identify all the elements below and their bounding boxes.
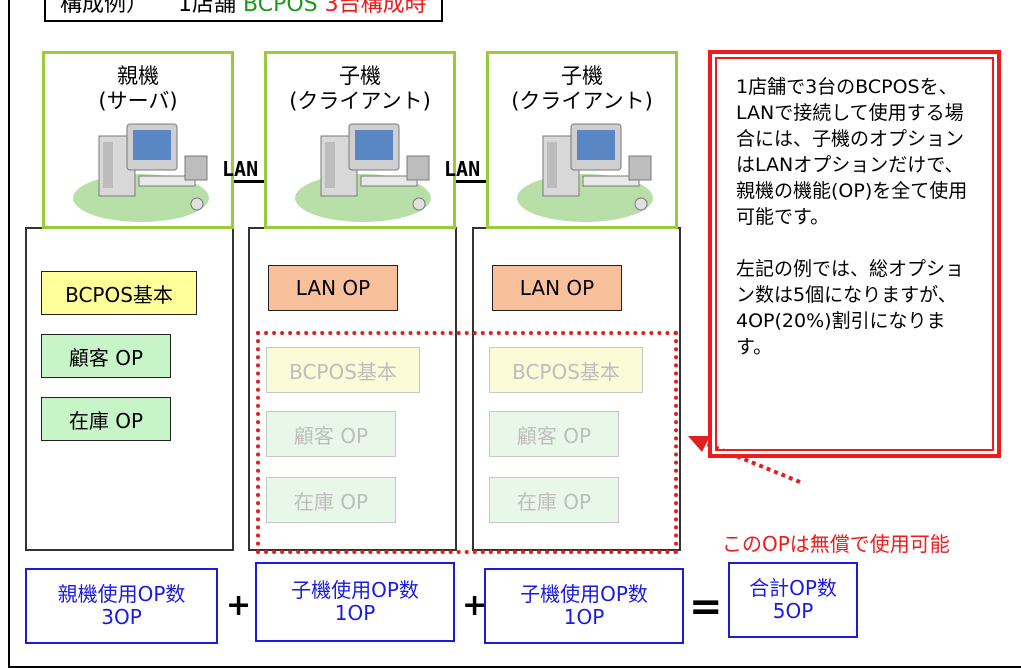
- count-value: 5OP: [772, 599, 814, 623]
- plus-sign: +: [462, 588, 488, 623]
- lan-line-2: [398, 180, 518, 183]
- free-caption: このOPは無償で使用可能: [722, 532, 950, 556]
- machine-role: 親機: [117, 64, 159, 88]
- machine-client-2: 子機 (クライアント): [486, 51, 678, 229]
- equals-sign: =: [689, 584, 723, 630]
- count-box-client-1: 子機使用OP数 1OP: [255, 562, 455, 642]
- count-value: 1OP: [334, 601, 376, 625]
- lan-label-2: LAN: [444, 157, 481, 181]
- count-value: 1OP: [563, 605, 605, 629]
- free-option-inventory: 在庫 OP: [266, 477, 396, 523]
- free-options-region: [256, 331, 678, 554]
- pos-terminal-icon: [295, 123, 431, 222]
- machine-sub: (サーバ): [98, 89, 178, 113]
- option-customer: 顧客 OP: [41, 334, 171, 378]
- free-option-customer: 顧客 OP: [266, 411, 396, 457]
- count-label: 親機使用OP数: [57, 582, 186, 606]
- note-paragraph-2: 左記の例では、総オプション数は5個になりますが、4OP(20%)割引になります。: [736, 258, 965, 358]
- lan-line-1: [185, 180, 295, 183]
- pos-terminal-icon: [73, 123, 209, 222]
- title-store: 1店舗: [178, 0, 237, 17]
- free-option-inventory: 在庫 OP: [489, 477, 619, 523]
- title-config: 3台構成時: [324, 0, 427, 17]
- machine-server: 親機 (サーバ): [42, 51, 234, 229]
- count-box-server: 親機使用OP数 3OP: [25, 568, 218, 644]
- count-label: 子機使用OP数: [291, 578, 419, 602]
- dotted-arrow-icon: [688, 436, 801, 484]
- machine-client-1: 子機 (クライアント): [264, 51, 456, 229]
- note-paragraph-1: 1店舗で3台のBCPOSを、LANで接続して使用する場合には、子機のオプションは…: [736, 76, 968, 228]
- free-option-bcpos-basic: BCPOS基本: [489, 347, 643, 393]
- option-lan: LAN OP: [268, 265, 398, 311]
- count-label: 合計OP数: [749, 576, 837, 600]
- option-bcpos-basic: BCPOS基本: [41, 271, 197, 315]
- free-option-bcpos-basic: BCPOS基本: [266, 347, 420, 393]
- count-label: 子機使用OP数: [520, 582, 648, 606]
- count-value: 3OP: [101, 605, 142, 629]
- free-option-customer: 顧客 OP: [489, 411, 619, 457]
- machine-sub: (クライアント): [289, 89, 431, 113]
- lan-label-1: LAN: [222, 157, 259, 181]
- title-prefix: 構成例）: [60, 0, 149, 17]
- count-box-client-2: 子機使用OP数 1OP: [484, 568, 684, 644]
- note-box: 1店舗で3台のBCPOSを、LANで接続して使用する場合には、子機のオプションは…: [708, 50, 1001, 458]
- machine-sub: (クライアント): [511, 89, 653, 113]
- pos-terminal-icon: [517, 123, 653, 222]
- option-inventory: 在庫 OP: [41, 397, 171, 441]
- title-product: BCPOS: [243, 0, 318, 17]
- diagram-title: 構成例） 1店舗 BCPOS 3台構成時: [44, 0, 443, 22]
- count-box-total: 合計OP数 5OP: [728, 562, 858, 638]
- plus-sign: +: [226, 588, 252, 623]
- machine-role: 子機: [561, 64, 603, 88]
- machine-role: 子機: [339, 64, 381, 88]
- option-lan: LAN OP: [492, 265, 622, 311]
